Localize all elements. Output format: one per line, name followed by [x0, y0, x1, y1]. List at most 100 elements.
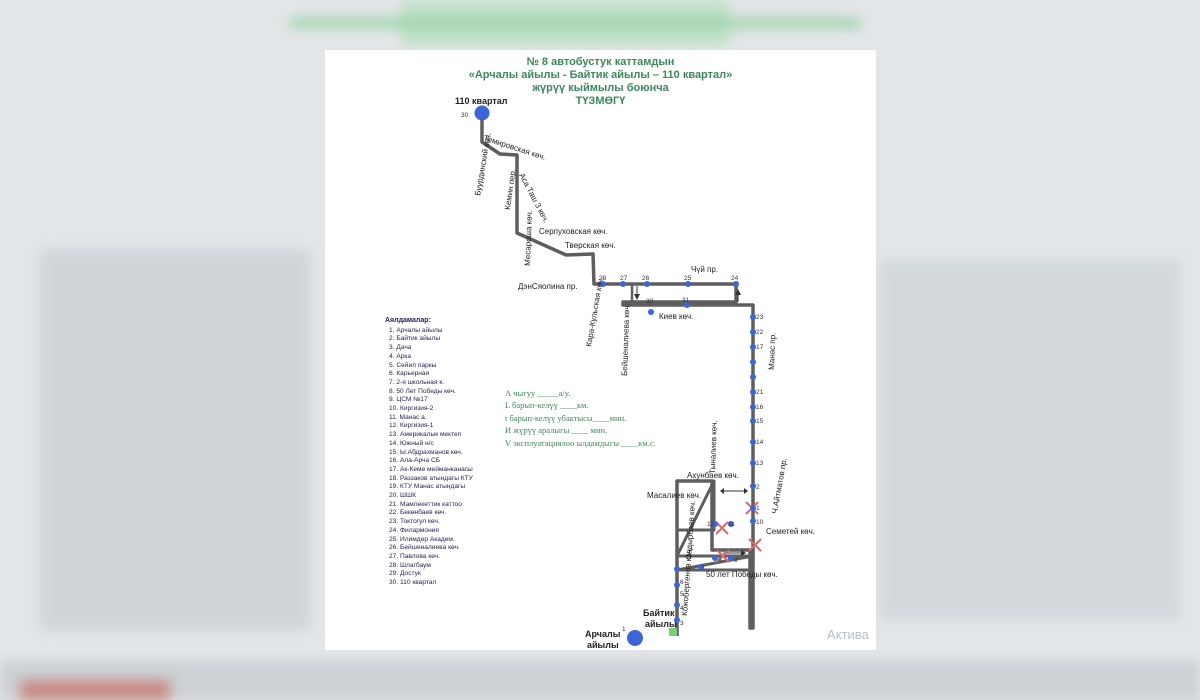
legend-item: 29. Достук — [389, 570, 421, 578]
legend-item: 1. Арчалы айылы — [389, 326, 443, 334]
street-label: ДэнСяолина пр. — [518, 282, 578, 291]
stop-number: 3 — [680, 620, 684, 627]
stop-number: 1 — [756, 505, 760, 512]
stop-marker — [750, 439, 756, 445]
legend-item: 15. Ы.Абдрахманов көч. — [389, 448, 463, 456]
title-line-1: № 8 автобустук каттамдын — [526, 56, 675, 68]
stop-number: 14 — [756, 439, 764, 446]
legend-item: 13. Америкалык мектеп — [389, 431, 462, 439]
title-line-3: жүрүү кыймылы боюнча — [532, 82, 669, 94]
background-green-stripe — [290, 18, 860, 28]
stop-markers — [600, 281, 756, 623]
terminal-bottom-label-1: Арчалы — [585, 629, 621, 639]
stop-number: 26 — [642, 275, 650, 282]
legend-item: 25. Илимдер Академ. — [389, 535, 455, 543]
stop-marker — [648, 309, 654, 315]
stop-number: 22 — [756, 329, 764, 336]
terminal-top-num: 30 — [461, 112, 469, 119]
street-label: Садырбаев көч. — [684, 500, 697, 560]
terminal-top-label: 110 квартал — [455, 96, 508, 106]
stop-marker — [684, 302, 690, 308]
street-label: Кара-Кульская көч. — [584, 276, 605, 347]
terminal-archaly — [627, 630, 643, 646]
stop-number: 31 — [682, 297, 690, 304]
legend-item: 28. Шлагбаум — [389, 561, 431, 569]
stop-marker — [728, 521, 734, 527]
stop-marker — [620, 281, 626, 287]
stop-number: 27 — [620, 275, 628, 282]
stop-number: 11 — [728, 521, 735, 528]
legend-list: 1. Арчалы айылы 2. Байтик айылы 3. Дача … — [385, 327, 473, 588]
route-scheme-document: № 8 автобустук каттамдын «Арчалы айылы -… — [325, 50, 876, 650]
legend-item: 8. 50 Лет Победы көч. — [389, 387, 456, 395]
stop-marker — [674, 566, 680, 572]
stop-number: 9 — [734, 557, 738, 564]
street-label: Киев көч. — [659, 312, 693, 321]
stop-number: 30 — [646, 298, 654, 305]
street-label: Месароша көч. — [523, 210, 534, 266]
stop-marker — [750, 505, 756, 511]
info-line: L барып-келүү ____км. — [505, 400, 589, 411]
stop-marker — [685, 281, 691, 287]
legend-title: Аялдамалар: — [385, 317, 431, 324]
legend-item: 23. Токтогул көч. — [389, 518, 440, 526]
legend-item: 11. Манас а. — [389, 413, 427, 421]
street-label: Манас пр. — [767, 332, 777, 370]
stop-number: 4 — [680, 605, 684, 612]
legend-item: 27. Павлова көч. — [389, 552, 441, 560]
street-label: Серпуховская көч. — [539, 227, 608, 236]
stop-marker — [750, 483, 756, 489]
info-line: И жүрүү аралыгы ____ мин. — [505, 425, 608, 436]
stop-number: 7 — [701, 565, 705, 572]
terminal-bottom-label-2: айылы — [587, 640, 619, 650]
stop-number: 21 — [756, 389, 764, 396]
street-label: Масалиев көч. — [647, 491, 701, 500]
stop-marker — [750, 518, 756, 524]
stop-number: 17 — [756, 344, 764, 351]
background-panel-left — [40, 250, 310, 630]
legend-item: 30. 110 квартал — [389, 579, 437, 587]
legend-item: 9. ЦСМ №17 — [389, 396, 428, 404]
legend-item: 14. Южный н/с — [389, 439, 434, 447]
street-label: Чүй пр. — [691, 265, 718, 274]
stop-number: 15 — [756, 418, 764, 425]
background-bottom-strip — [0, 660, 1200, 700]
legend-item: 7. 2-я школьная к. — [389, 378, 445, 386]
arrow-left-right-icon — [720, 488, 748, 494]
info-line: А чыгуу _____а/у. — [505, 388, 571, 398]
terminal-bottom-num: 1 — [622, 626, 626, 633]
stop-number: 8 — [718, 557, 722, 564]
title-line-2: «Арчалы айылы - Байтик айылы – 110 кварт… — [468, 69, 733, 81]
background-panel-right — [880, 260, 1180, 620]
stop-marker — [750, 460, 756, 466]
street-label: 50 лет Победы көч. — [706, 570, 778, 579]
stop-marker — [644, 281, 650, 287]
baitik-label-2: айылы — [645, 619, 677, 629]
activation-watermark: Актива — [827, 627, 869, 642]
stop-number: 25 — [684, 275, 692, 282]
info-line: t барып-келүү убактысы____мин. — [505, 412, 627, 423]
stops-legend: Аялдамалар: 1. Арчалы айылы 2. Байтик ай… — [385, 317, 473, 588]
stop-number: 23 — [756, 314, 764, 321]
background-bottom-red — [20, 680, 170, 700]
stop-marker — [712, 555, 718, 561]
route-map: 110 квартал 30 Арчалы айылы 1 Байтик айы… — [455, 96, 815, 650]
stop-number: 6 — [680, 579, 684, 586]
stop-marker — [600, 281, 606, 287]
legend-item: 2. Байтик айылы — [389, 335, 441, 343]
stop-marker — [750, 418, 756, 424]
stop-marker — [750, 389, 756, 395]
stop-marker — [750, 344, 756, 350]
legend-item: 24. Филармония — [389, 526, 439, 534]
stop-number: 12 — [707, 521, 715, 528]
stop-marker — [674, 602, 680, 608]
stop-number: 10 — [756, 519, 764, 526]
title-line-4: ТҮЗМӨГҮ — [575, 95, 626, 107]
street-label: Ч.Айтматов пр. — [770, 457, 789, 514]
legend-item: 6. Карьерная — [389, 370, 430, 378]
stop-number: 28 — [599, 275, 607, 282]
street-label: Тыналиев көч. — [708, 420, 719, 474]
street-label: Тверская көч. — [565, 241, 616, 250]
legend-item: 4. Арка — [389, 352, 412, 360]
stop-marker — [674, 582, 680, 588]
